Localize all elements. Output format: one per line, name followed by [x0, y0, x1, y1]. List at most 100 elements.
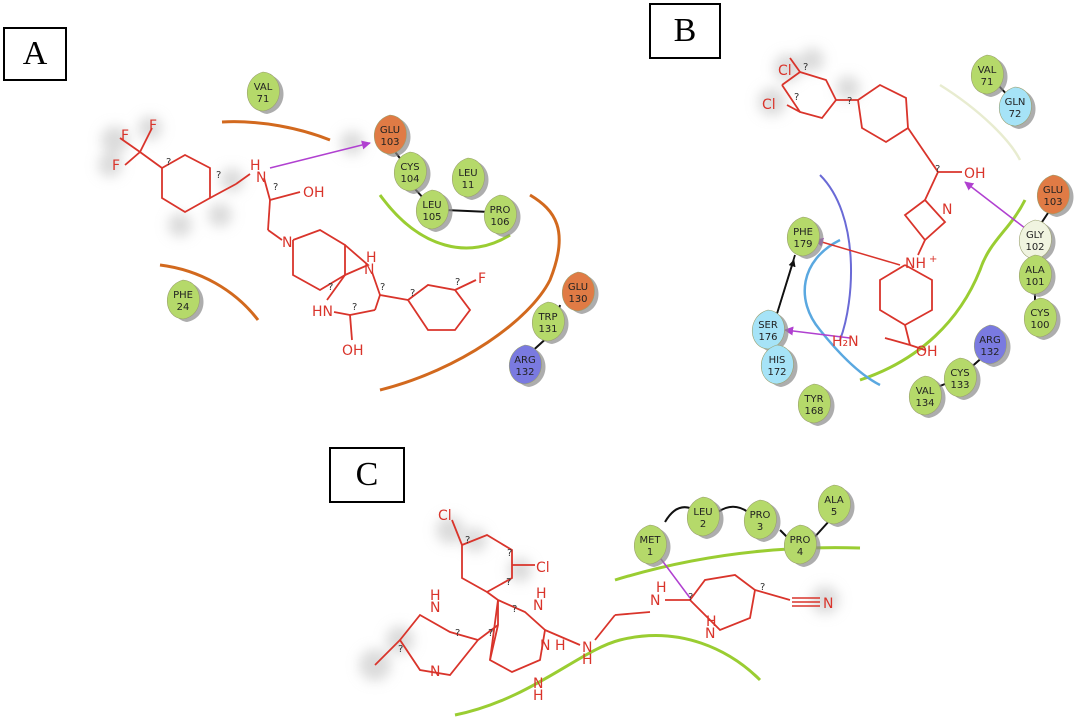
- residue-number: 5: [831, 507, 837, 518]
- residue-number: 103: [1043, 197, 1062, 208]
- residue-name: GLU: [1043, 185, 1063, 196]
- atom-oh: OH: [342, 343, 364, 359]
- residue-number: 4: [797, 547, 803, 558]
- residue-number: 102: [1025, 242, 1044, 253]
- residue-blob: [784, 524, 817, 565]
- cation-pi-line: [814, 237, 901, 266]
- stereo-marker: ?: [328, 282, 333, 293]
- panel-label-a: A: [3, 27, 67, 81]
- ligand-bonds: [119, 127, 477, 341]
- residue-blob: [687, 496, 720, 537]
- residue-blob: [452, 157, 485, 198]
- stereo-marker: ?: [465, 535, 470, 546]
- atom-h: H: [250, 158, 261, 174]
- residue-name: ALA: [824, 495, 844, 506]
- residue-number: 24: [177, 302, 190, 313]
- residue-number: 11: [462, 180, 475, 191]
- residue-blob: [374, 114, 407, 155]
- residue-number: 105: [422, 212, 441, 223]
- residue-blob: [909, 375, 942, 416]
- panel-b-diagram: Cl Cl OH N NH + H₂N OH ? ? ? ? VAL71GLN7…: [752, 48, 1074, 426]
- residue-number: 106: [490, 217, 509, 228]
- atom-cl: Cl: [778, 63, 792, 79]
- residue-number: 130: [568, 294, 587, 305]
- atom-cl: Cl: [536, 560, 550, 576]
- atom-n: N: [364, 262, 374, 278]
- atom-n: N: [942, 202, 952, 218]
- residue-blob: [944, 357, 977, 398]
- hbond-arrow: [269, 140, 371, 169]
- atom-oh: OH: [916, 344, 938, 360]
- atom-n: N: [540, 638, 550, 654]
- residue-name: PRO: [790, 535, 811, 546]
- residue-name: PHE: [173, 290, 193, 301]
- residue-number: 2: [700, 519, 706, 530]
- stereo-marker: ?: [166, 157, 171, 168]
- pocket-contour: [939, 83, 1022, 161]
- pi-stacking-arrow: [775, 259, 796, 319]
- residue-name: VAL: [916, 386, 935, 397]
- residue-name: TRP: [537, 312, 557, 323]
- residues-panel-a: VAL71GLU103CYS104LEU11LEU105PRO106GLU130…: [167, 71, 599, 387]
- atom-h: H: [533, 688, 544, 704]
- atom-n: N: [256, 170, 266, 186]
- atom-h: H: [582, 652, 593, 668]
- residue-blob: [167, 279, 200, 320]
- pocket-contour: [454, 634, 762, 717]
- atom-n: N: [282, 235, 292, 251]
- residue-number: 132: [980, 347, 999, 358]
- atom-n: N: [582, 640, 592, 656]
- residue-name: VAL: [254, 82, 273, 93]
- residue-blob: [761, 344, 794, 385]
- stereo-marker: ?: [410, 288, 415, 299]
- residue-name: LEU: [422, 200, 441, 211]
- residue-name: VAL: [978, 65, 997, 76]
- residue-blob: [744, 499, 777, 540]
- residue-number: 1: [647, 547, 653, 558]
- residue-name: GLU: [568, 282, 588, 293]
- hbond-arrow: [964, 181, 1031, 233]
- stereo-marker: ?: [352, 302, 357, 313]
- residue-number: 3: [757, 522, 763, 533]
- atom-n: N: [430, 600, 440, 616]
- residue-number: 179: [793, 239, 812, 250]
- atom-h: H: [656, 580, 667, 596]
- residue-number: 133: [950, 380, 969, 391]
- residue-blob: [1024, 297, 1057, 338]
- residue-blob: [971, 54, 1004, 95]
- residue-number: 103: [380, 137, 399, 148]
- stereo-marker: ?: [398, 644, 403, 655]
- pocket-contour: [221, 120, 331, 142]
- residue-name: PRO: [750, 510, 771, 521]
- residue-name: CYS: [400, 162, 419, 173]
- residue-number: 176: [758, 332, 777, 343]
- residue-name: TYR: [803, 394, 823, 405]
- residue-name: GLY: [1026, 230, 1045, 241]
- pocket-contour: [159, 263, 260, 321]
- atom-oh: OH: [964, 166, 986, 182]
- residue-blob: [484, 194, 517, 235]
- atom-nh-plus: NH: [905, 256, 926, 272]
- stereo-marker: ?: [380, 282, 385, 293]
- pocket-contour: [803, 238, 881, 387]
- residue-number: 131: [538, 324, 557, 335]
